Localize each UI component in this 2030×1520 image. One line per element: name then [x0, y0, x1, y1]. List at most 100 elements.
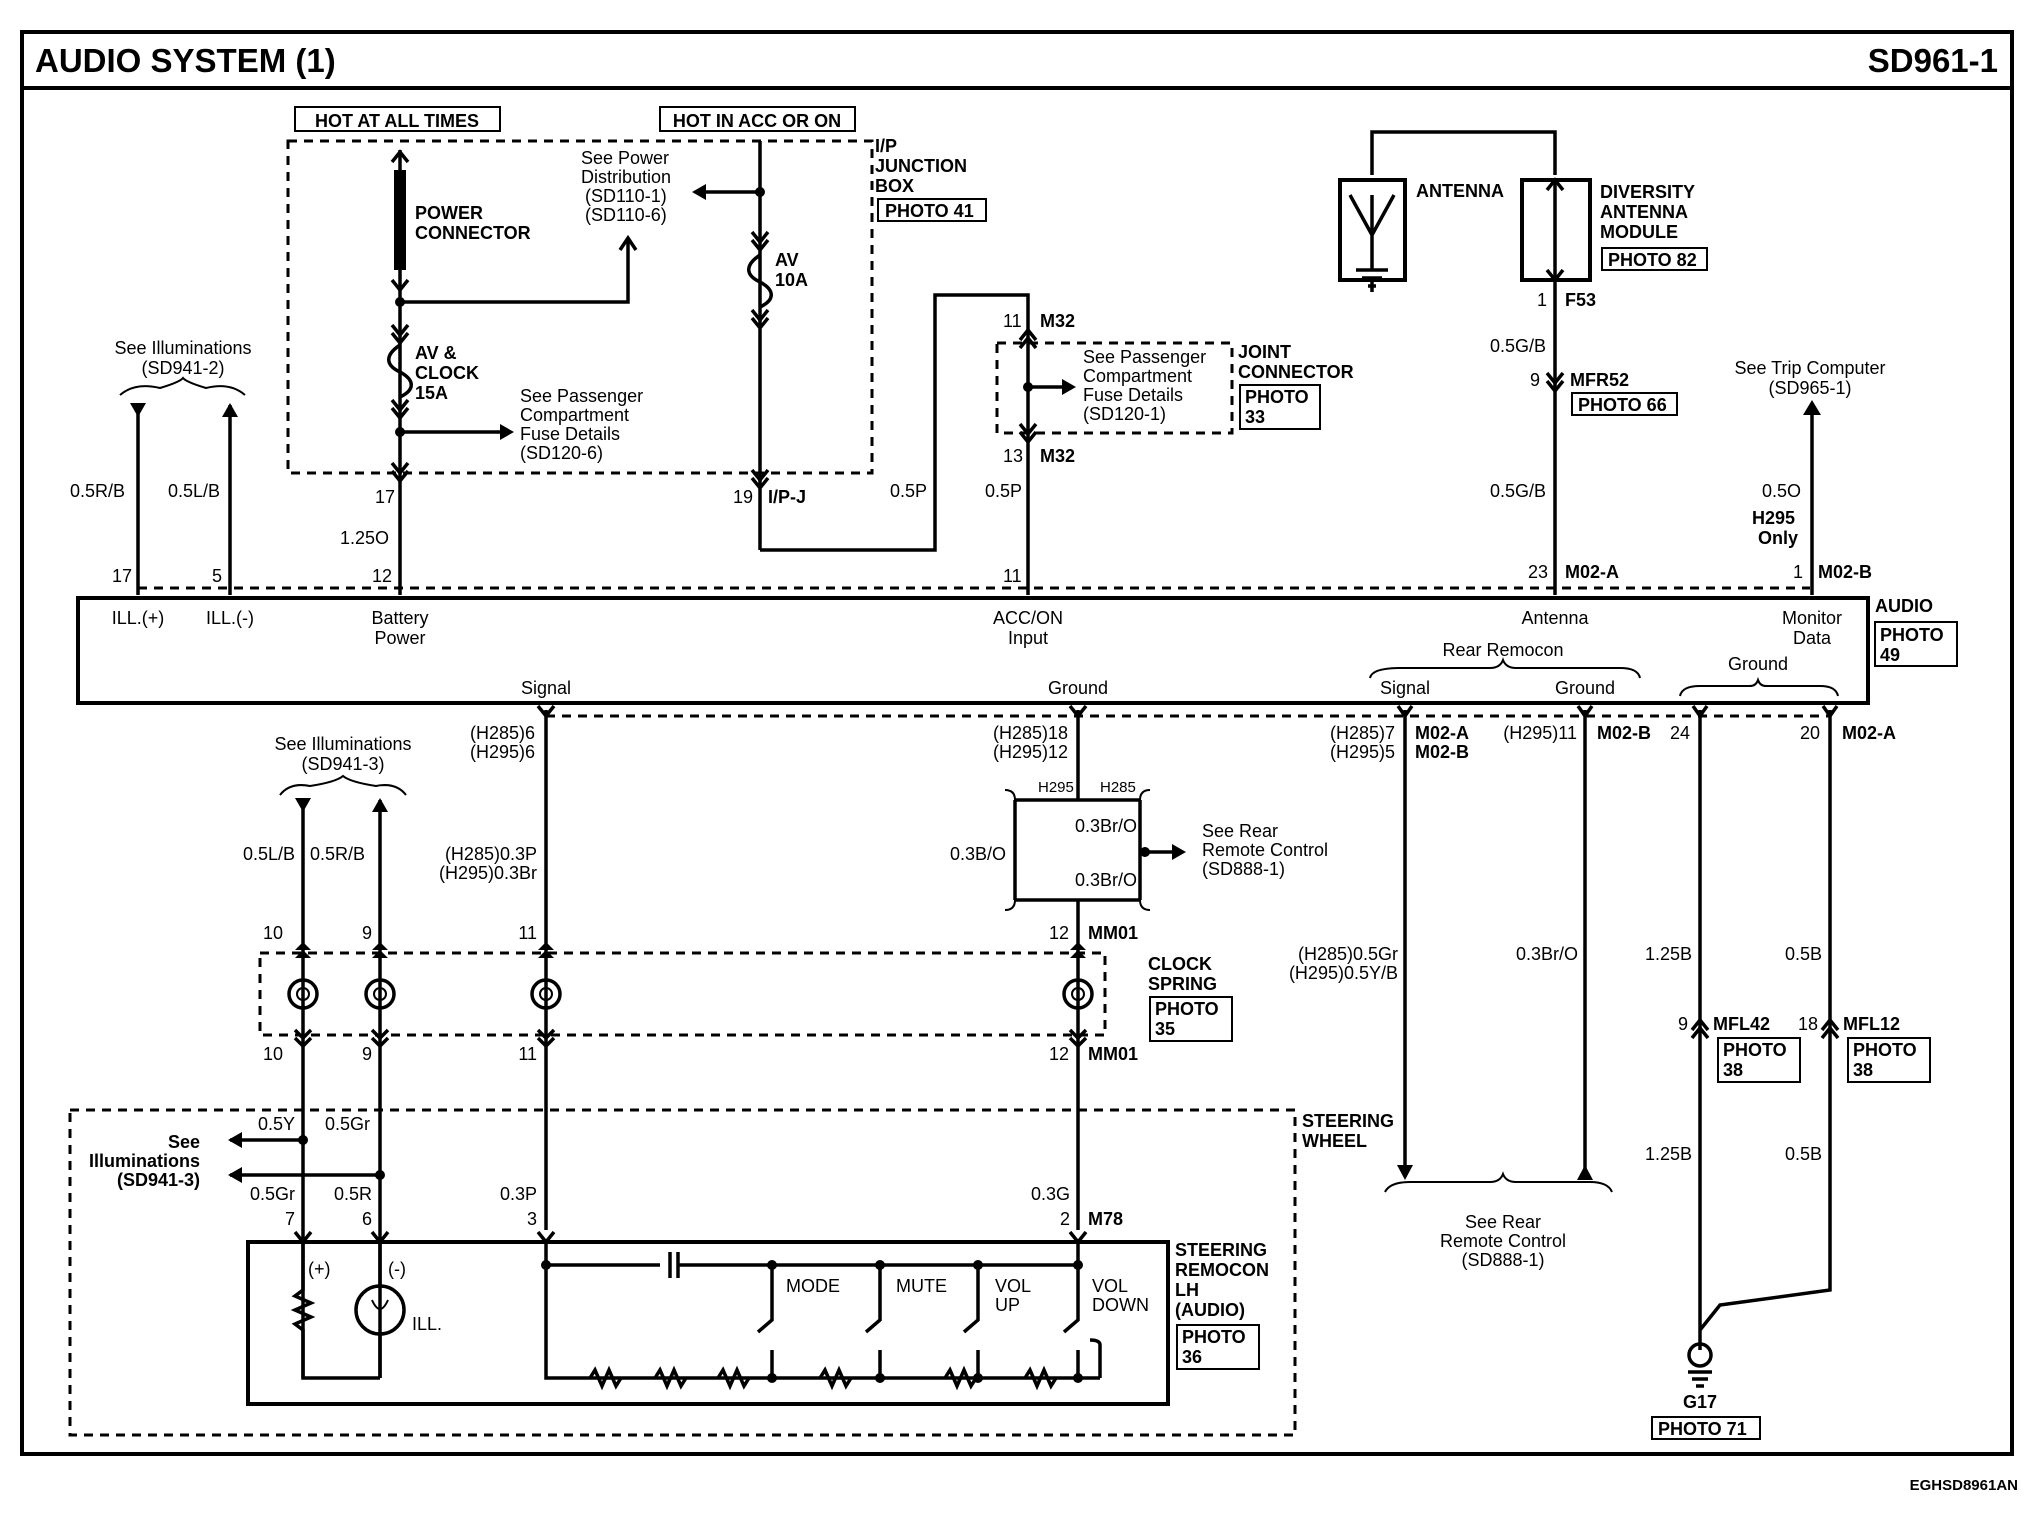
- wire-05y: 0.5Y: [258, 1114, 295, 1134]
- terminal-monitor-1: Monitor: [1782, 608, 1842, 628]
- hot-in-acc-or-on: HOT IN ACC OR ON: [673, 111, 841, 131]
- plus-label: (+): [308, 1259, 331, 1279]
- ground-icon: [1688, 1370, 1712, 1388]
- acc-input-wire: [760, 293, 1030, 595]
- signal-pin-h295: (H295)6: [470, 742, 535, 762]
- pin17-connector: [390, 461, 410, 484]
- pin19-connector: [750, 468, 770, 491]
- power-connector-label-2: CONNECTOR: [415, 223, 531, 243]
- pin-17: 17: [375, 487, 395, 507]
- terminal-ground-2: Ground: [1728, 654, 1788, 674]
- jc-label-2: CONNECTOR: [1238, 362, 1354, 382]
- ground-pin-h295: (H295)12: [993, 742, 1068, 762]
- wire-05rb: 0.5R/B: [310, 844, 365, 864]
- ground-brace: [1679, 676, 1839, 697]
- jc-label-1: JOINT: [1238, 342, 1291, 362]
- steer-pin-2: 2: [1060, 1209, 1070, 1229]
- illum-brace: [119, 376, 246, 396]
- switch-return-wire: [544, 1242, 1100, 1380]
- mfl12-photo-box: [1847, 1037, 1931, 1083]
- mfl12-photo-1: PHOTO: [1853, 1040, 1917, 1060]
- jc-see-3: Fuse Details: [1083, 385, 1183, 405]
- f53-label: F53: [1565, 290, 1596, 310]
- audio-pin-17: 17: [112, 566, 132, 586]
- steer-pin-7: 7: [285, 1209, 295, 1229]
- audio-pin-12: 12: [372, 566, 392, 586]
- signal-pin-h285: (H285)6: [470, 723, 535, 743]
- wire-0-5gb: 0.5G/B: [1490, 336, 1546, 356]
- ground-icon-circle: [1687, 1342, 1713, 1368]
- terminal-acc-1: ACC/ON: [993, 608, 1063, 628]
- cs-pin-11-top: 11: [518, 923, 537, 943]
- hot-at-all-times-box: [294, 106, 501, 132]
- trip-arrow: [1803, 400, 1821, 415]
- clock-spring-photo-box: [1149, 996, 1233, 1042]
- switch-vol-up-2: UP: [995, 1295, 1020, 1315]
- audio-label: AUDIO: [1875, 596, 1933, 616]
- terminal-ill-plus: ILL.(+): [112, 608, 165, 628]
- jc-see-1: See Passenger: [1083, 347, 1206, 367]
- see-passenger-4: (SD120-6): [520, 443, 603, 463]
- mfr52-label: MFR52: [1570, 370, 1629, 390]
- m32-bottom-connector: [1018, 422, 1038, 445]
- lamp-filament: [371, 1299, 389, 1310]
- jc-photo-box: [1239, 384, 1321, 430]
- rr-ground-conn: M02-B: [1597, 723, 1651, 743]
- cs-pin-10-top: 10: [263, 923, 283, 943]
- mfr52-connector: [1545, 371, 1565, 394]
- steering-wheel-outline: [68, 1108, 1297, 1437]
- module-photo-box: [1601, 247, 1708, 271]
- ip-junction-label-2: JUNCTION: [875, 156, 967, 176]
- h285-label: H285: [1100, 779, 1136, 796]
- see-power-dist-3: (SD110-1): [585, 186, 667, 206]
- switch-mode: MODE: [786, 1276, 840, 1296]
- switch-vol-down-2: DOWN: [1092, 1295, 1149, 1315]
- clock-spring-outline: [258, 951, 1107, 1037]
- mfl-pin-18: 18: [1798, 1014, 1818, 1034]
- m32-top-connector: [1018, 327, 1038, 350]
- see-passenger-2: Compartment: [520, 405, 629, 425]
- see-rear-rc-2: Remote Control: [1202, 840, 1328, 860]
- illum2-brace: [279, 774, 407, 796]
- rr-signal-h295: (H295)5: [1330, 742, 1395, 762]
- clock-spring-label-2: SPRING: [1148, 974, 1217, 994]
- joint-arrow: [1062, 379, 1076, 395]
- illumination-resistor: [290, 1242, 380, 1380]
- mfl42-photo-box: [1717, 1037, 1801, 1083]
- wire-05b: 0.5B: [1785, 944, 1822, 964]
- page-title: AUDIO SYSTEM (1): [35, 42, 336, 79]
- switch-vol-down-1: VOL: [1092, 1276, 1128, 1296]
- hot-in-acc-box: [659, 106, 856, 132]
- illum2-1: See Illuminations: [274, 734, 411, 754]
- wire-0-5rb: 0.5R/B: [70, 481, 125, 501]
- av-fuse-conn-top: [750, 230, 770, 253]
- see-power-dist-2: Distribution: [581, 167, 671, 187]
- m78-label: M78: [1088, 1209, 1123, 1229]
- diagram-frame: [20, 30, 2014, 1456]
- terminal-ill-minus: ILL.(-): [206, 608, 254, 628]
- pin-9-mfr52: 9: [1530, 370, 1540, 390]
- module-photo: PHOTO 82: [1608, 250, 1697, 270]
- ground-splice-box: [1013, 798, 1142, 902]
- jc-photo: PHOTO: [1245, 387, 1309, 407]
- power-dist-arrow: [692, 184, 706, 200]
- power-connector-label-1: POWER: [415, 203, 483, 223]
- h295-only-2: Only: [1758, 528, 1798, 548]
- ip-junction-label-1: I/P: [875, 136, 897, 156]
- see-rear-rc-3: (SD888-1): [1202, 859, 1285, 879]
- signal-wire-h295: (H295)0.3Br: [439, 863, 537, 883]
- cs-pin-12-bottom: 12: [1049, 1044, 1069, 1064]
- rr-conn-b: M02-B: [1415, 742, 1469, 762]
- remocon-photo-2: 36: [1182, 1347, 1202, 1367]
- steering-wheel-label-2: WHEEL: [1302, 1131, 1367, 1151]
- jc-pin-top: 11: [1003, 311, 1022, 331]
- h295-only-1: H295: [1752, 508, 1795, 528]
- steer-see-illum-1: See: [168, 1132, 200, 1152]
- rr-ground-arrow: [1577, 1165, 1593, 1180]
- terminal-rr-ground: Ground: [1555, 678, 1615, 698]
- signal-wire-h285: (H285)0.3P: [445, 844, 537, 864]
- fuse-av-clock-1: AV &: [415, 343, 457, 363]
- power-distribution-arrow: [618, 234, 638, 251]
- see-trip-2: (SD965-1): [1768, 378, 1851, 398]
